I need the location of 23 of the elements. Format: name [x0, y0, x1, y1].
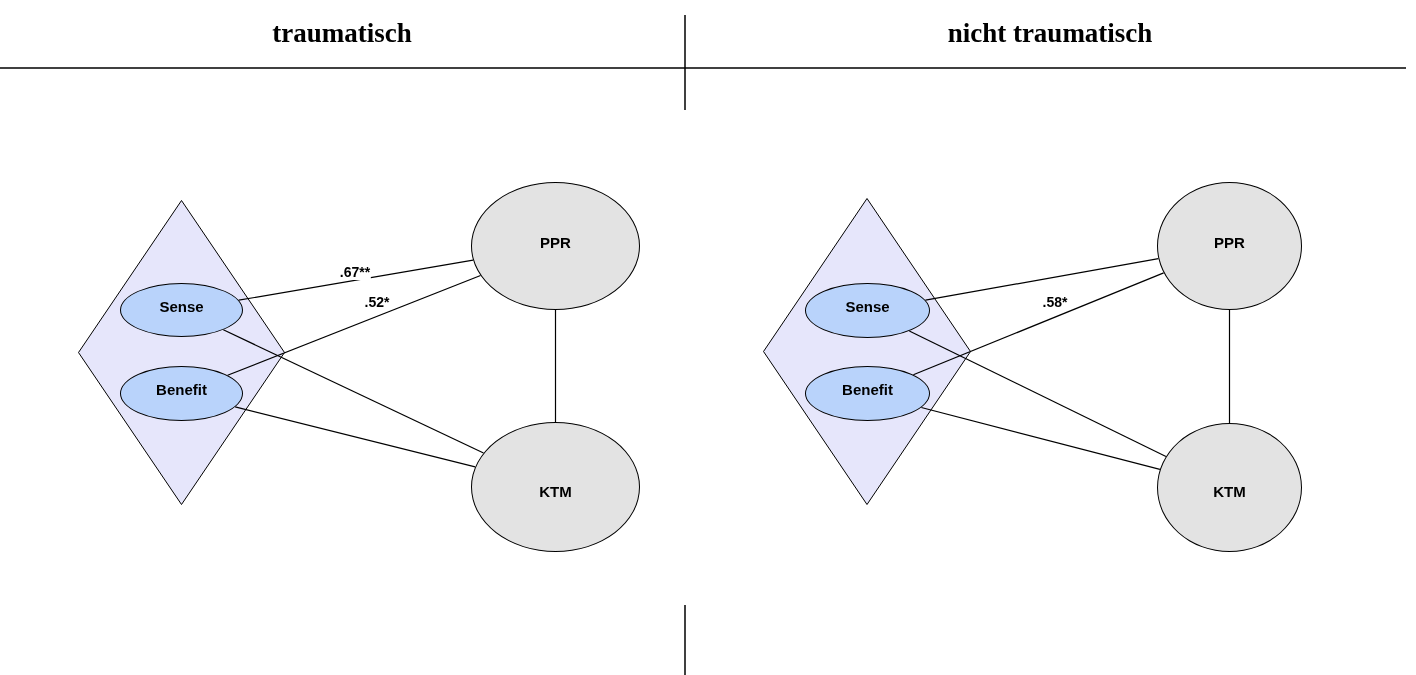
node-label: KTM	[1213, 483, 1246, 500]
node-label: PPR	[1214, 233, 1245, 251]
connector-line	[912, 272, 1165, 376]
column-heading: traumatisch	[272, 18, 412, 49]
edge-label: .58*	[1041, 294, 1069, 310]
node-label: Sense	[159, 297, 204, 315]
node-label: PPR	[540, 233, 571, 251]
connector-line	[222, 329, 485, 454]
node-label: Benefit	[842, 381, 893, 398]
connector-line	[238, 259, 474, 301]
column-heading: nicht traumatisch	[947, 18, 1153, 49]
edge-label: .67**	[338, 264, 372, 280]
connector-line	[1228, 309, 1231, 424]
node-label: KTM	[539, 482, 572, 500]
node-label: Benefit	[156, 381, 207, 398]
node-label: Sense	[845, 298, 890, 315]
connector-line	[908, 330, 1167, 458]
edge-label: .52*	[363, 294, 391, 310]
connector-line	[554, 309, 557, 423]
connector-line	[920, 406, 1161, 471]
connector-line	[234, 406, 476, 468]
connector-line	[924, 258, 1160, 301]
connector-line	[227, 274, 482, 376]
